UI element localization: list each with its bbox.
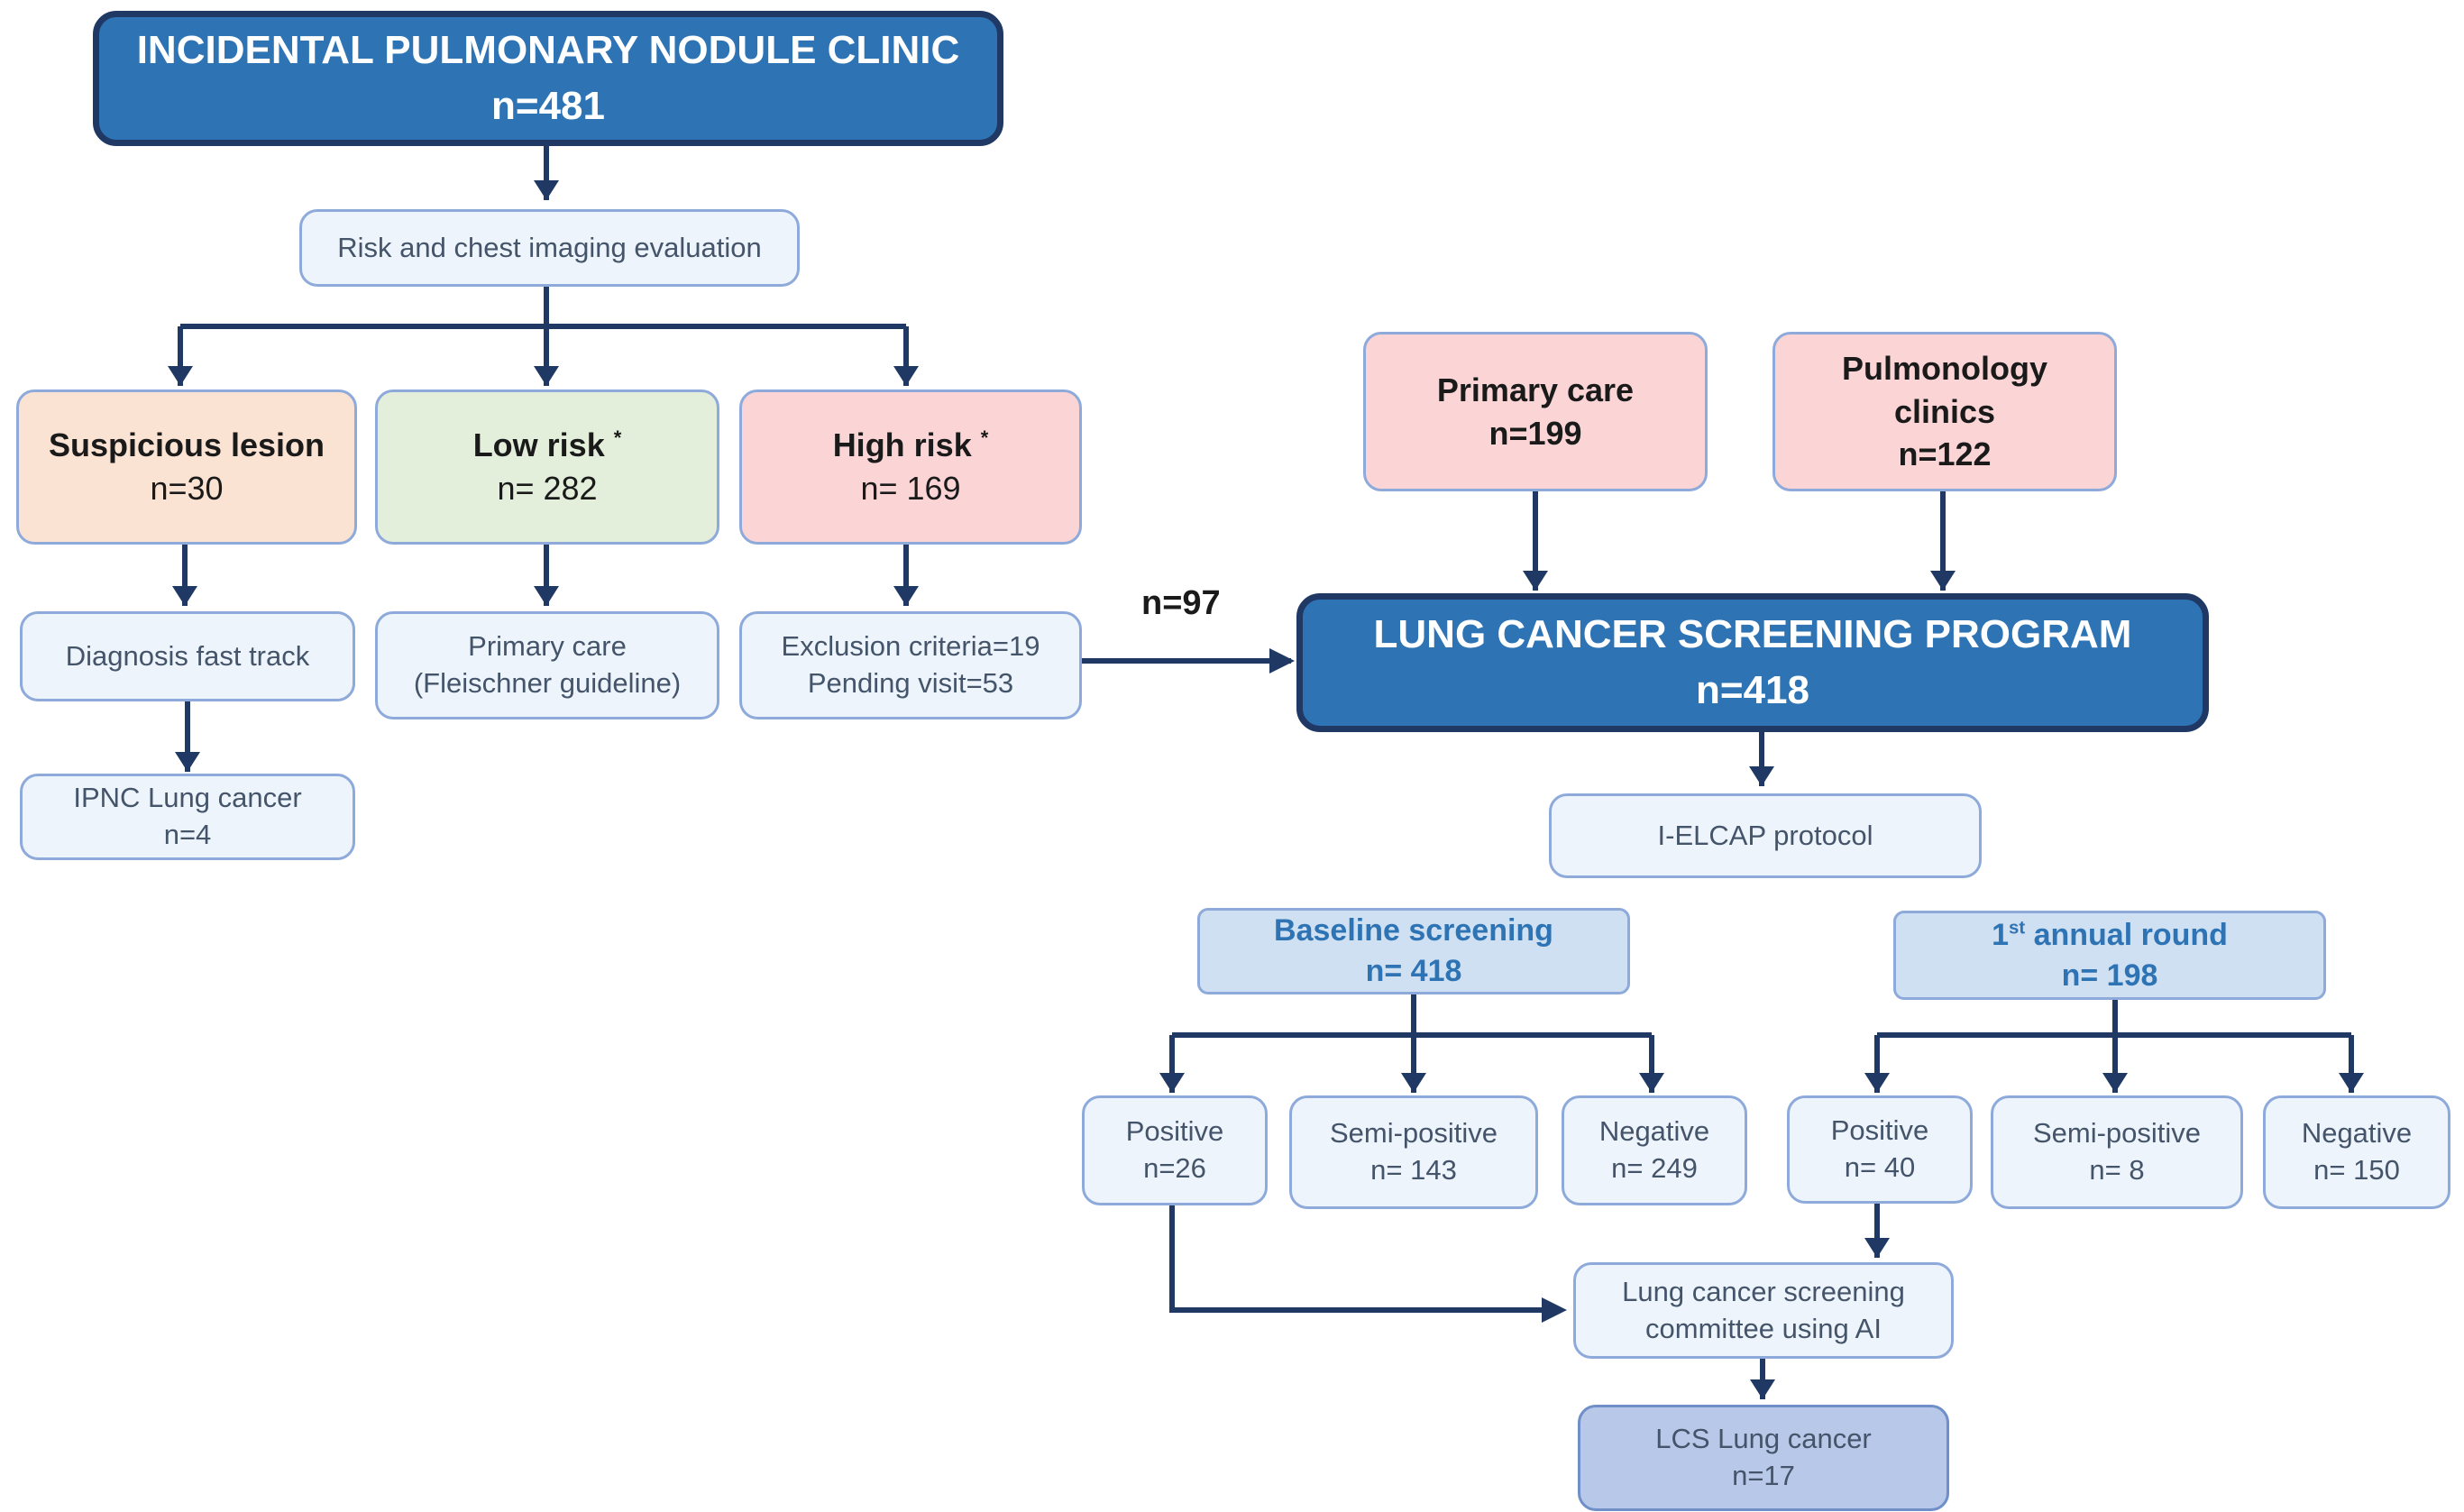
annual-negative-count: n= 150 — [2313, 1154, 2400, 1186]
low-risk-asterisk: * — [613, 426, 622, 450]
baseline-screening-count: n= 418 — [1365, 954, 1462, 988]
arrowhead-baseline-semi — [1401, 1073, 1426, 1093]
arrowhead-annual-semi — [2102, 1073, 2128, 1093]
exclusion-box: Exclusion criteria=19 Pending visit=53 — [739, 611, 1082, 719]
lcs-lung-cancer-label: LCS Lung cancer — [1655, 1423, 1872, 1455]
lcs-lung-cancer-count: n=17 — [1732, 1460, 1795, 1491]
arrowhead-ipnc-cancer — [175, 752, 200, 772]
baseline-positive-count: n=26 — [1143, 1152, 1206, 1184]
transfer-count-label: n=97 — [1141, 584, 1221, 622]
risk-evaluation-label: Risk and chest imaging evaluation — [337, 231, 762, 263]
arrowhead-annual-positive — [1864, 1073, 1890, 1093]
suspicious-lesion-label: Suspicious lesion — [48, 426, 325, 464]
exclusion-criteria: Exclusion criteria=19 — [781, 630, 1040, 663]
ipnc-box: INCIDENTAL PULMONARY NODULE CLINIC n=481 — [93, 11, 1003, 146]
arrowhead-baseline-positive — [1159, 1073, 1185, 1093]
baseline-screening-box: Baseline screening n= 418 — [1197, 908, 1630, 994]
diagnosis-fast-track-box: Diagnosis fast track — [20, 611, 355, 701]
annual-round-number: 1 — [1992, 917, 2009, 952]
ielcap-protocol-box: I-ELCAP protocol — [1549, 793, 1982, 878]
ipnc-count: n=481 — [491, 84, 605, 128]
connector-baseline-branch — [1172, 994, 1652, 1038]
arrowhead-highrisk — [893, 366, 919, 386]
pulmonology-count: n=122 — [1898, 435, 1992, 473]
annual-semi-positive-box: Semi-positive n= 8 — [1991, 1095, 2243, 1209]
baseline-positive-label: Positive — [1125, 1115, 1224, 1148]
annual-round-count: n= 198 — [2061, 958, 2158, 993]
high-risk-label: High risk — [832, 426, 972, 464]
primary-care-source-box: Primary care n=199 — [1363, 332, 1708, 491]
high-risk-box: High risk * n= 169 — [739, 389, 1082, 545]
lcs-program-box: LUNG CANCER SCREENING PROGRAM n=418 — [1296, 593, 2209, 732]
baseline-screening-title: Baseline screening — [1274, 913, 1553, 948]
ipnc-lung-cancer-box: IPNC Lung cancer n=4 — [20, 774, 355, 860]
baseline-semi-positive-box: Semi-positive n= 143 — [1289, 1095, 1538, 1209]
annual-negative-box: Negative n= 150 — [2263, 1095, 2450, 1209]
lcs-program-count: n=418 — [1696, 668, 1809, 712]
annual-negative-label: Negative — [2301, 1117, 2413, 1150]
annual-positive-box: Positive n= 40 — [1787, 1095, 1973, 1204]
ielcap-protocol-label: I-ELCAP protocol — [1657, 819, 1873, 851]
primary-care-line2: (Fleischner guideline) — [413, 667, 682, 699]
annual-round-ordinal: st — [2009, 918, 2026, 939]
annual-semi-positive-count: n= 8 — [2089, 1154, 2145, 1186]
ipnc-lung-cancer-label: IPNC Lung cancer — [73, 782, 302, 814]
arrow-baseline-positive-to-committee — [1169, 1205, 1562, 1313]
low-risk-count: n= 282 — [497, 470, 598, 507]
baseline-positive-box: Positive n=26 — [1082, 1095, 1268, 1205]
low-risk-box: Low risk * n= 282 — [375, 389, 719, 545]
primary-care-fleischner-box: Primary care (Fleischner guideline) — [375, 611, 719, 719]
arrowhead-eval — [534, 180, 559, 200]
arrowhead-baseline-negative — [1639, 1073, 1664, 1093]
suspicious-lesion-box: Suspicious lesion n=30 — [16, 389, 357, 545]
arrowhead-lcs-transfer — [1269, 648, 1295, 674]
baseline-semi-positive-count: n= 143 — [1370, 1154, 1457, 1186]
screening-committee-box: Lung cancer screening committee using AI — [1573, 1262, 1954, 1359]
diagnosis-fast-track-label: Diagnosis fast track — [65, 639, 310, 672]
ipnc-lung-cancer-count: n=4 — [163, 819, 212, 850]
primary-care-source-count: n=199 — [1488, 414, 1582, 452]
suspicious-lesion-count: n=30 — [150, 470, 224, 507]
lcs-lung-cancer-box: LCS Lung cancer n=17 — [1578, 1405, 1949, 1511]
annual-semi-positive-label: Semi-positive — [2032, 1117, 2202, 1150]
annual-round-title: annual round — [2025, 917, 2228, 952]
pulmonology-line2: clinics — [1893, 392, 1996, 430]
arrowhead-fasttrack — [172, 586, 197, 606]
baseline-semi-positive-label: Semi-positive — [1329, 1117, 1498, 1150]
annual-round-box: 1st annual round n= 198 — [1893, 911, 2326, 1000]
arrowhead-lcs-cancer — [1750, 1379, 1775, 1399]
screening-committee-line1: Lung cancer screening — [1622, 1275, 1905, 1307]
connector-eval-branch — [180, 287, 906, 329]
arrowhead-baseline-committee — [1542, 1297, 1567, 1323]
pending-visit: Pending visit=53 — [807, 667, 1014, 699]
risk-evaluation-box: Risk and chest imaging evaluation — [299, 209, 800, 287]
annual-positive-count: n= 40 — [1844, 1151, 1916, 1183]
arrowhead-primary — [534, 586, 559, 606]
baseline-negative-count: n= 249 — [1611, 1152, 1698, 1184]
baseline-negative-label: Negative — [1598, 1115, 1710, 1148]
arrowhead-pulmonology-lcs — [1930, 571, 1956, 591]
connector-annual-branch — [1877, 1000, 2351, 1038]
primary-care-line1: Primary care — [468, 630, 627, 663]
arrowhead-primarycare-lcs — [1523, 571, 1548, 591]
high-risk-count: n= 169 — [860, 470, 961, 507]
pulmonology-clinics-box: Pulmonology clinics n=122 — [1772, 332, 2117, 491]
lcs-program-title: LUNG CANCER SCREENING PROGRAM — [1373, 612, 2132, 657]
pulmonology-line1: Pulmonology — [1842, 350, 2047, 388]
screening-committee-line2: committee using AI — [1645, 1312, 1882, 1344]
arrowhead-ielcap — [1749, 766, 1774, 786]
arrowhead-lowrisk — [534, 366, 559, 386]
high-risk-asterisk: * — [980, 426, 989, 450]
arrowhead-annual-committee — [1864, 1238, 1890, 1258]
annual-positive-label: Positive — [1830, 1114, 1929, 1147]
arrowhead-suspicious — [168, 366, 193, 386]
baseline-negative-box: Negative n= 249 — [1562, 1095, 1747, 1205]
arrowhead-annual-negative — [2339, 1073, 2364, 1093]
ipnc-title: INCIDENTAL PULMONARY NODULE CLINIC — [136, 28, 960, 73]
primary-care-source-label: Primary care — [1436, 371, 1635, 408]
low-risk-label: Low risk — [472, 426, 605, 464]
arrowhead-exclusion — [893, 586, 919, 606]
